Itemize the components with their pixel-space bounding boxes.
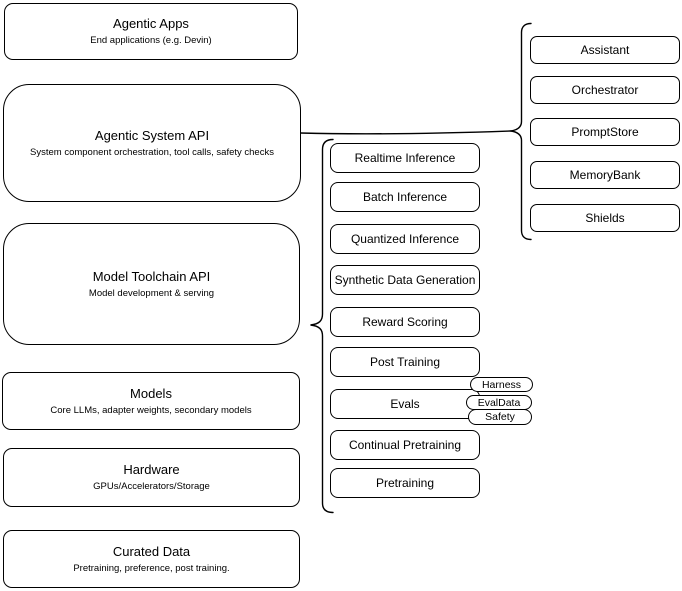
node-agentic-system-api: Agentic System API System component orch…	[3, 84, 301, 202]
node-subtitle: End applications (e.g. Devin)	[90, 35, 212, 46]
system-api-to-components-connector	[299, 130, 512, 135]
node-orchestrator: Orchestrator	[530, 76, 680, 104]
node-continual-pretraining: Continual Pretraining	[330, 430, 480, 460]
node-memorybank: MemoryBank	[530, 161, 680, 189]
node-quantized-inference: Quantized Inference	[330, 224, 480, 254]
node-subtitle: Pretraining, preference, post training.	[73, 562, 230, 574]
node-reward-scoring: Reward Scoring	[330, 307, 480, 337]
eval-tag-evaldata: EvalData	[466, 395, 532, 410]
node-subtitle: GPUs/Accelerators/Storage	[93, 481, 210, 492]
node-models: Models Core LLMs, adapter weights, secon…	[2, 372, 300, 430]
node-subtitle: Core LLMs, adapter weights, secondary mo…	[50, 404, 252, 416]
node-title: Agentic System API	[94, 127, 210, 143]
node-agentic-apps: Agentic Apps End applications (e.g. Devi…	[4, 3, 298, 60]
components-bracket	[510, 22, 532, 241]
node-title: Hardware	[123, 462, 180, 477]
node-curated-data: Curated Data Pretraining, preference, po…	[3, 530, 300, 588]
node-title: Agentic Apps	[113, 16, 189, 31]
eval-tag-harness: Harness	[470, 377, 533, 392]
node-batch-inference: Batch Inference	[330, 182, 480, 212]
node-subtitle: Model development & serving	[88, 287, 215, 299]
node-title: Curated Data	[112, 543, 191, 559]
node-model-toolchain-api: Model Toolchain API Model development & …	[3, 223, 300, 345]
node-synthetic-data-generation: Synthetic Data Generation	[330, 265, 480, 295]
node-evals: Evals	[330, 389, 480, 419]
node-pretraining: Pretraining	[330, 468, 480, 498]
toolchain-bracket	[310, 138, 334, 514]
node-promptstore: PromptStore	[530, 118, 680, 146]
node-shields: Shields	[530, 204, 680, 232]
node-realtime-inference: Realtime Inference	[330, 143, 480, 173]
node-title: Model Toolchain API	[92, 268, 211, 284]
node-post-training: Post Training	[330, 347, 480, 377]
node-hardware: Hardware GPUs/Accelerators/Storage	[3, 448, 300, 507]
node-assistant: Assistant	[530, 36, 680, 64]
eval-tag-safety: Safety	[468, 409, 532, 425]
node-title: Models	[130, 385, 172, 401]
node-subtitle: System component orchestration, tool cal…	[30, 146, 274, 158]
